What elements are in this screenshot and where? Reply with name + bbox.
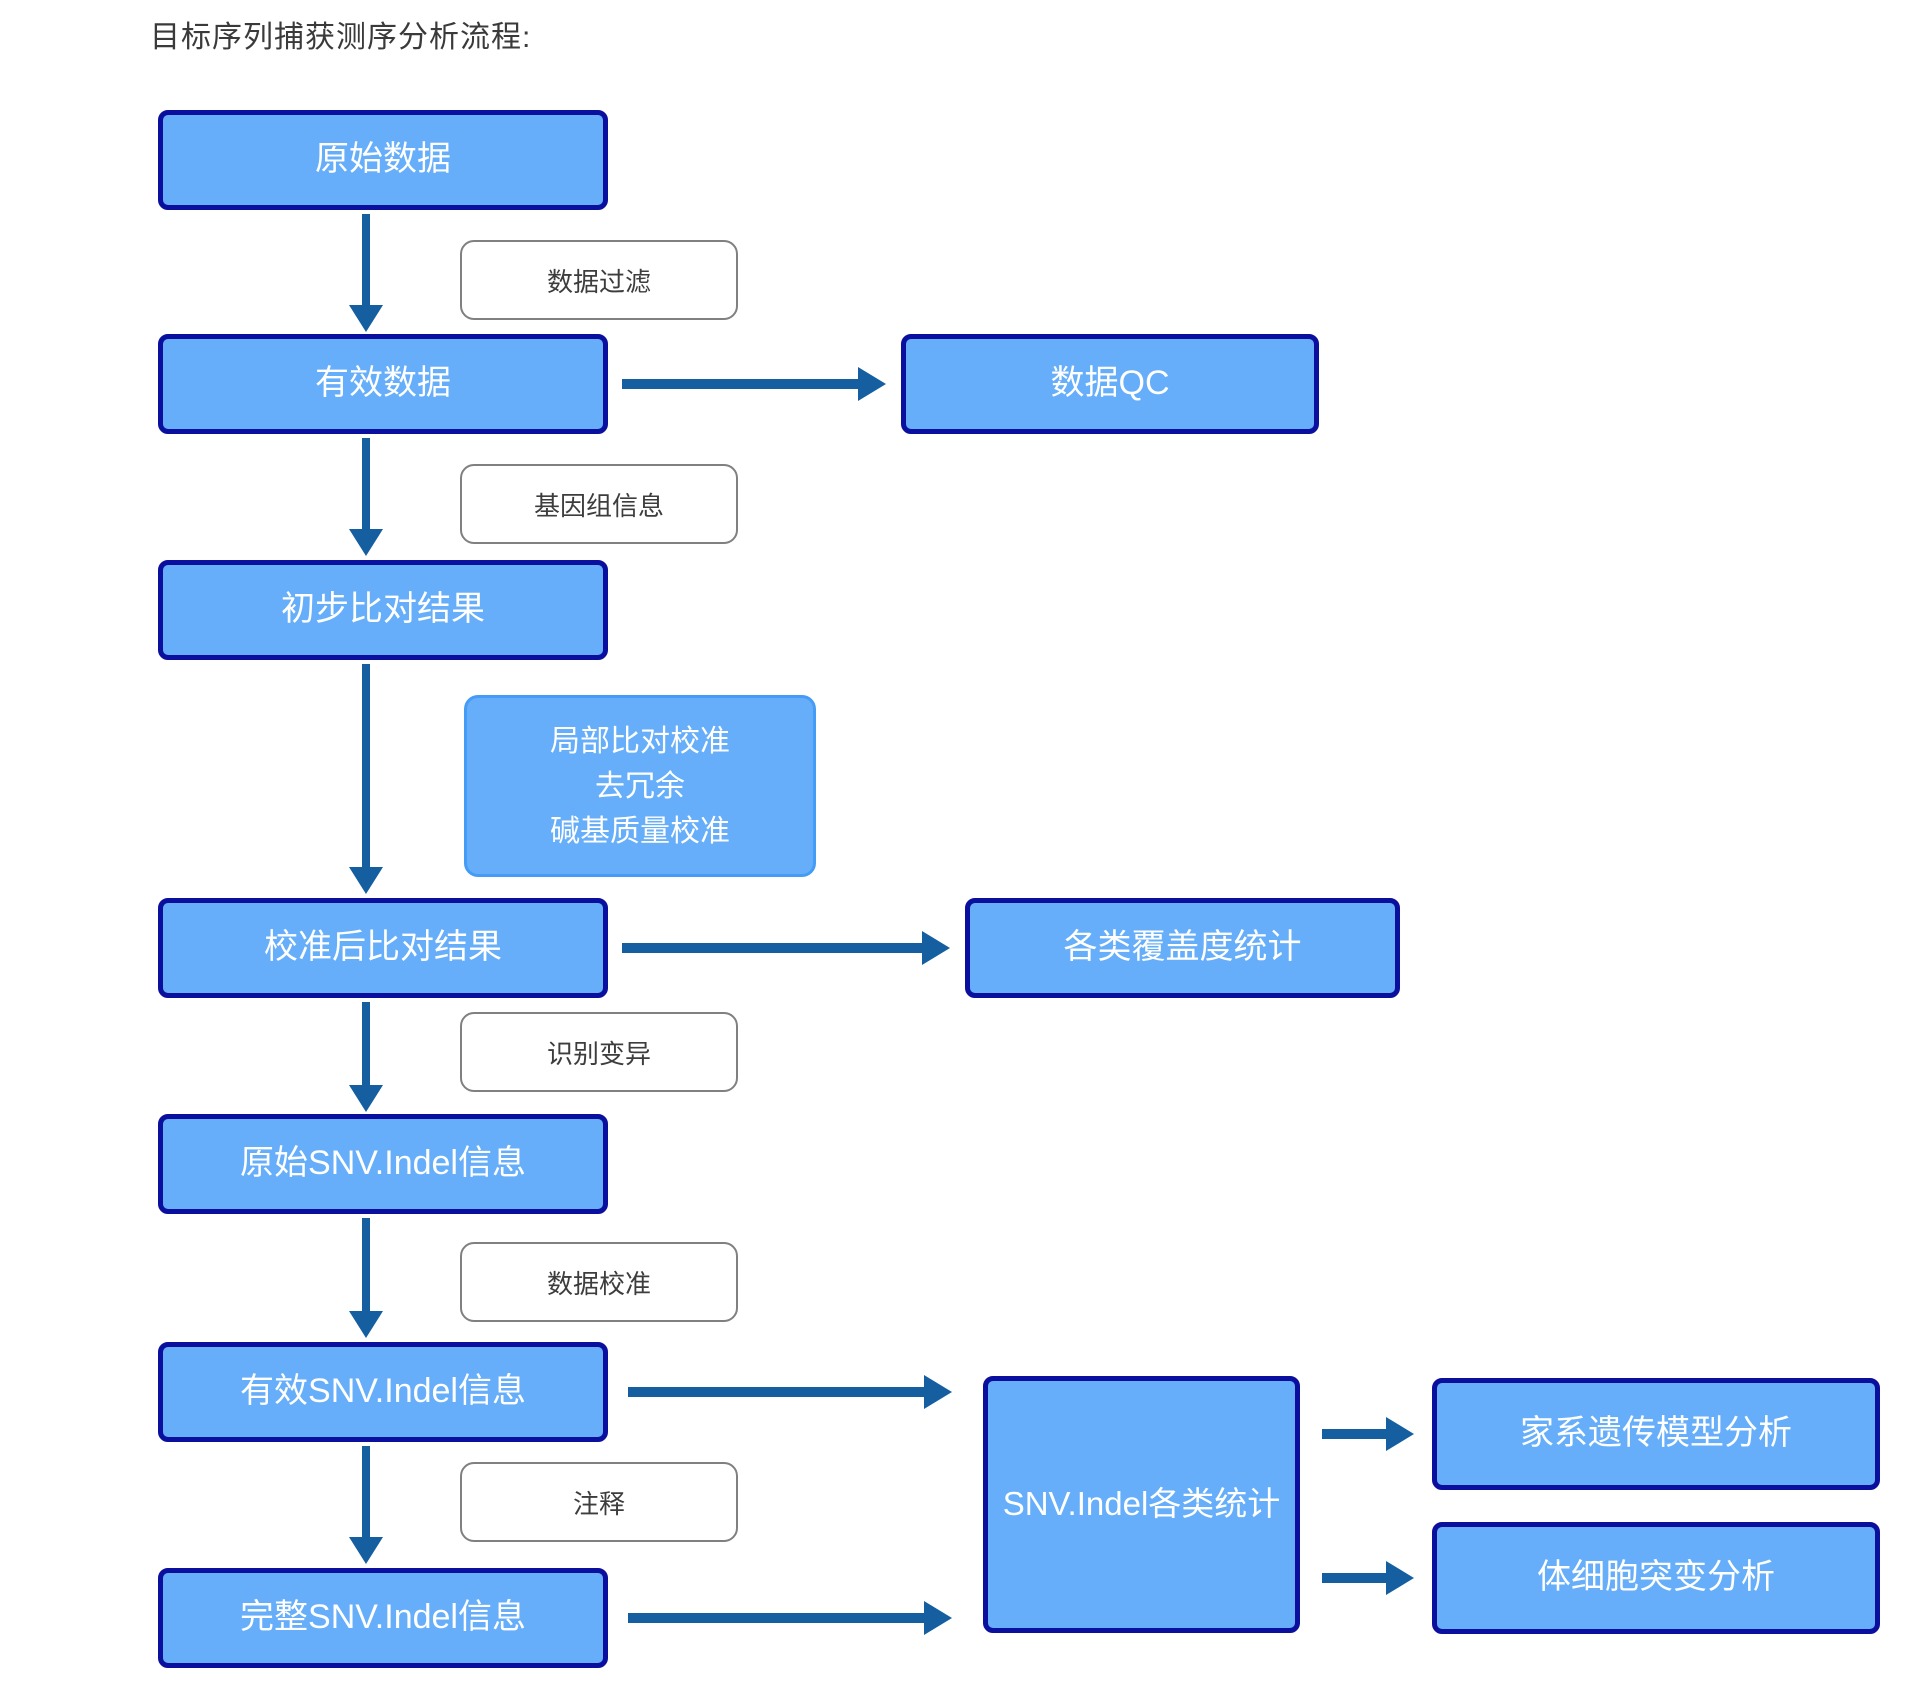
arrow-completesnv-to-stats <box>628 1601 952 1635</box>
node-prelim-alignment: 初步比对结果 <box>158 560 608 660</box>
node-valid-data: 有效数据 <box>158 334 608 434</box>
arrow-stats-to-pedigree <box>1322 1417 1414 1451</box>
arrow-calibrated-to-coverage <box>622 931 950 965</box>
node-calibrated-alignment: 校准后比对结果 <box>158 898 608 998</box>
arrow-raw-to-valid <box>349 214 383 332</box>
node-valid-snv-indel: 有效SNV.Indel信息 <box>158 1342 608 1442</box>
arrow-valid-to-qc <box>622 367 886 401</box>
step-label-variant-calling: 识别变异 <box>460 1012 738 1092</box>
node-somatic-mutation-analysis: 体细胞突变分析 <box>1432 1522 1880 1634</box>
arrow-valid-to-prelim <box>349 438 383 556</box>
step-label-data-filter: 数据过滤 <box>460 240 738 320</box>
step-label-data-calibration: 数据校准 <box>460 1242 738 1322</box>
node-snv-indel-stats: SNV.Indel各类统计 <box>983 1376 1300 1633</box>
step-label-genome-info: 基因组信息 <box>460 464 738 544</box>
arrow-stats-to-somatic <box>1322 1561 1414 1595</box>
node-raw-data: 原始数据 <box>158 110 608 210</box>
node-coverage-stats: 各类覆盖度统计 <box>965 898 1400 998</box>
step-label-local-realign: 局部比对校准 去冗余 碱基质量校准 <box>464 695 816 877</box>
arrow-prelim-to-calibrated <box>349 664 383 894</box>
arrow-validsnv-to-stats <box>628 1375 952 1409</box>
node-complete-snv-indel: 完整SNV.Indel信息 <box>158 1568 608 1668</box>
node-pedigree-model-analysis: 家系遗传模型分析 <box>1432 1378 1880 1490</box>
step-label-annotation: 注释 <box>460 1462 738 1542</box>
arrow-validsnv-to-completesnv <box>349 1446 383 1564</box>
node-raw-snv-indel: 原始SNV.Indel信息 <box>158 1114 608 1214</box>
node-data-qc: 数据QC <box>901 334 1319 434</box>
page-title: 目标序列捕获测序分析流程: <box>150 21 532 54</box>
arrow-rawsnv-to-validsnv <box>349 1218 383 1338</box>
arrow-calibrated-to-rawsnv <box>349 1002 383 1112</box>
